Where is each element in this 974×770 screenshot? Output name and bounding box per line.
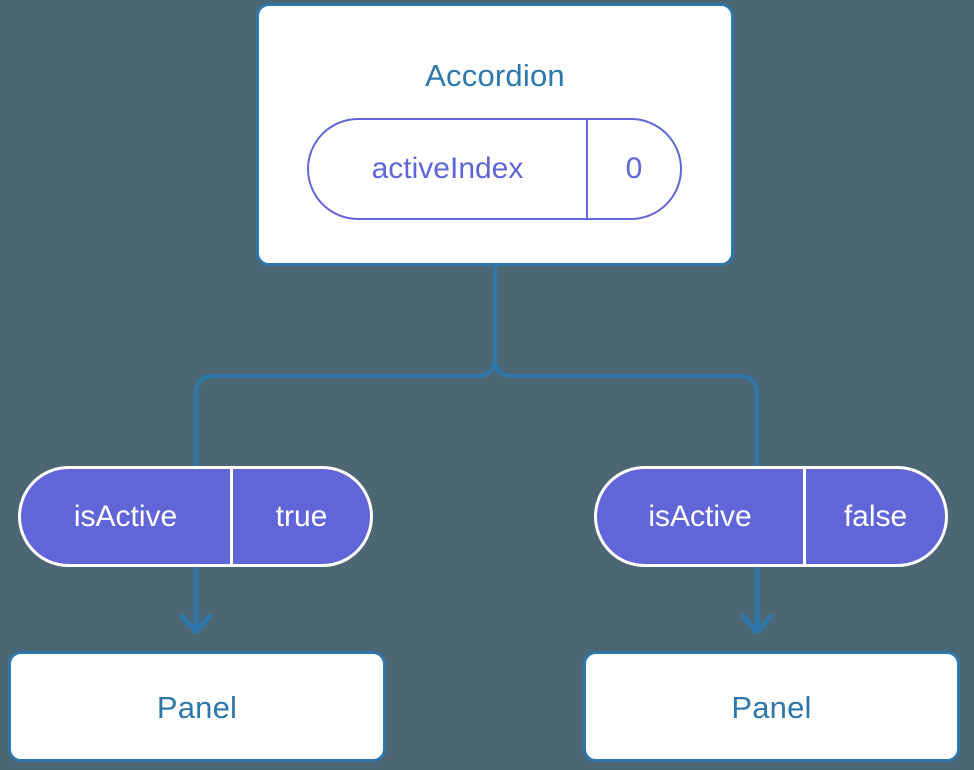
state-pill-value: 0 [625,152,643,185]
arrow-right-head [740,613,774,635]
node-panel-right[interactable]: Panel [583,651,960,762]
prop-pill-value: false [843,499,908,533]
prop-pill-value: true [275,499,328,533]
prop-pill-key: isActive [21,469,233,564]
state-pill-key: activeIndex [309,120,588,218]
split-left-elbow [194,357,497,500]
state-pill-activeindex[interactable]: activeIndex 0 [307,118,682,220]
panel-right-title: Panel [731,690,812,725]
accordion-title: Accordion [425,58,565,93]
panel-left-title: Panel [156,690,238,725]
prop-pill-key: isActive [597,469,806,564]
split-right-elbow [493,357,759,500]
arrow-left-head [179,613,213,635]
prop-pill-isactive-true[interactable]: isActive true [18,466,373,567]
node-panel-left[interactable]: Panel [8,651,386,762]
prop-pill-isactive-false[interactable]: isActive false [594,466,948,567]
